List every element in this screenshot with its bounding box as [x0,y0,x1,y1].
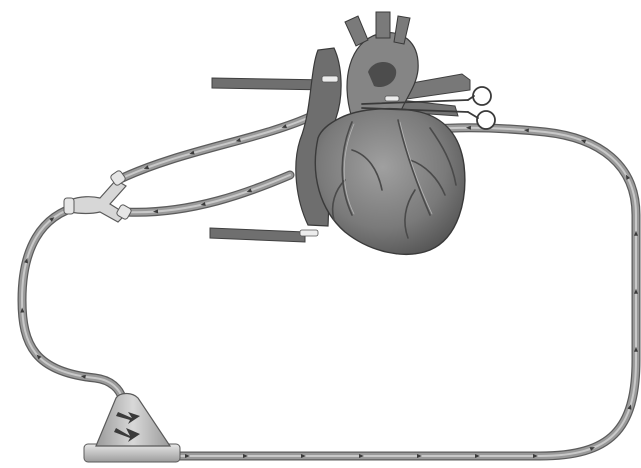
ligature-ivc [300,230,318,236]
tube-inner [118,116,312,180]
tube-highlight [22,206,122,398]
ligature-svc [322,76,338,82]
brachiocephalic-artery [345,16,368,46]
ventricles [315,109,465,255]
heart [296,12,465,254]
pump-base [84,444,180,462]
left-carotid-artery [376,12,390,38]
y-connector-icon [64,170,132,222]
ivc-vessel [210,228,305,242]
roller-pump-icon [84,394,180,463]
ligature-aorta [385,96,399,101]
